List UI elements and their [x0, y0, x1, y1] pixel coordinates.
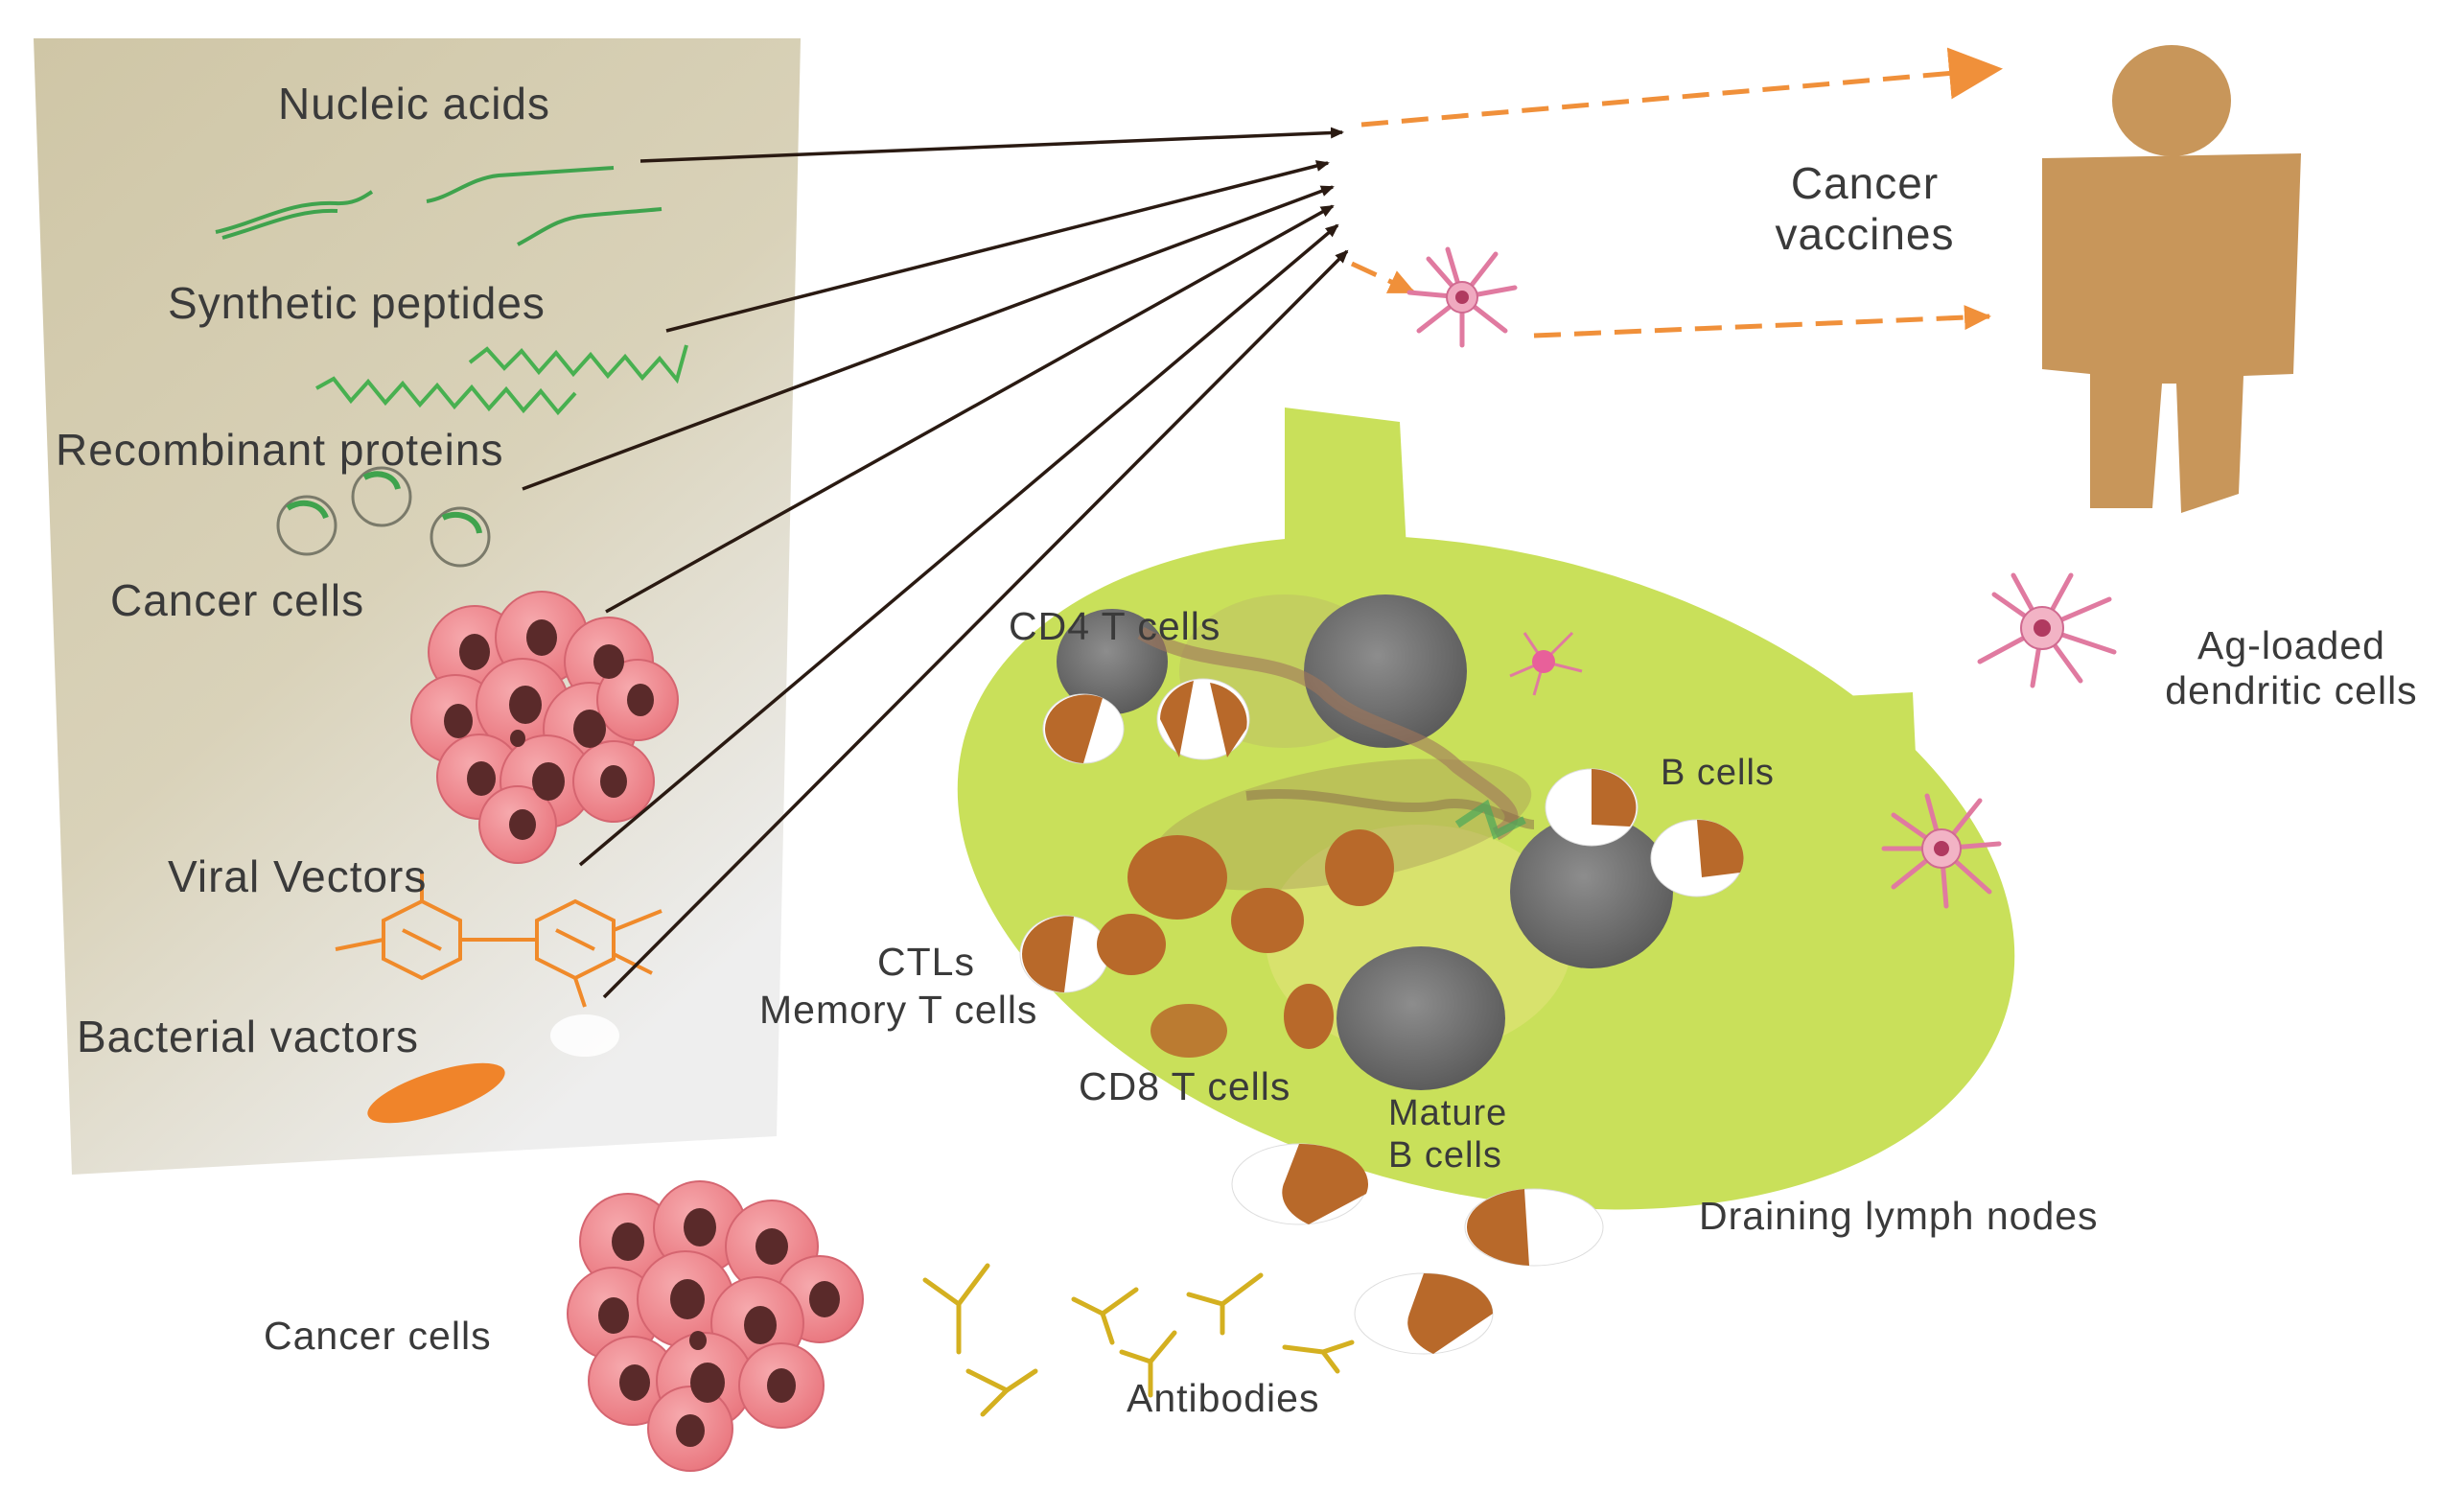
dendritic-cell-icon	[1406, 246, 1518, 348]
tumor-cluster-icon	[410, 591, 679, 864]
label-synthetic-peptides: Synthetic peptides	[168, 278, 546, 328]
lymphocyte-cells	[1019, 678, 1744, 1355]
label-antibodies: Antibodies	[1127, 1376, 1320, 1420]
t-cell	[1042, 693, 1125, 764]
label-b-cells: B cells	[1661, 753, 1775, 793]
antibody-icons	[922, 1263, 1355, 1417]
bacterial-vector-icon	[367, 1014, 619, 1124]
label-nucleic-acids: Nucleic acids	[278, 79, 550, 128]
label-ctls: CTLs	[877, 940, 975, 984]
label-mature-b-cells-line1: Mature	[1388, 1093, 1508, 1133]
tumor-cluster-bottom-icon	[567, 1180, 864, 1472]
label-cancer-vaccines: Cancer vaccines	[1745, 158, 1985, 260]
label-recombinant-proteins: Recombinant proteins	[56, 425, 504, 475]
mature-b-cell	[1464, 1188, 1604, 1267]
label-ag-loaded-dendritic-cells: Ag-loaded dendritic cells	[2133, 623, 2450, 713]
ag-loaded-dendritic-cell-icon	[1977, 572, 2117, 688]
b-cell	[1650, 819, 1744, 897]
ctl-cell	[1019, 915, 1109, 993]
mature-b-cell	[1354, 1272, 1494, 1355]
antigen-source-panel	[34, 38, 801, 1175]
antigen-arrows	[522, 127, 1349, 999]
label-draining-lymph-nodes: Draining lymph nodes	[1699, 1194, 2099, 1238]
label-mature-b-cells-line2: B cells	[1388, 1134, 1502, 1176]
nucleic-acid-strands-icon	[215, 166, 662, 246]
viral-vector-icon	[335, 873, 662, 1008]
recombinant-protein-icon	[276, 466, 491, 568]
label-ag-loaded-line2: dendritic cells	[2165, 668, 2418, 713]
label-cd4-t-cells: CD4 T cells	[1009, 604, 1221, 648]
label-bacterial-vectors: Bacterial vactors	[77, 1012, 420, 1061]
label-cancer-cells-bottom: Cancer cells	[264, 1314, 492, 1358]
label-cd8-t-cells: CD8 T cells	[1079, 1064, 1291, 1108]
ag-loaded-dendritic-cell-icon	[1881, 793, 2002, 909]
b-cell	[1545, 768, 1639, 847]
label-memory-t-cells: Memory T cells	[759, 988, 1038, 1032]
peptide-zigzag-icon	[315, 344, 688, 416]
label-cancer-cells-source: Cancer cells	[110, 575, 365, 625]
label-viral-vectors: Viral Vectors	[168, 851, 428, 901]
label-mature-b-cells: Mature B cells	[1388, 1093, 1507, 1176]
lymph-node-icon	[957, 408, 2015, 1210]
mature-b-cell	[1231, 1143, 1369, 1225]
t-cell	[1156, 678, 1250, 760]
label-ag-loaded-line1: Ag-loaded	[2197, 623, 2385, 667]
person-icon	[2042, 45, 2301, 513]
vaccine-arrows	[1350, 47, 2003, 338]
label-cancer-vaccines-line1: Cancer	[1790, 158, 1940, 208]
label-cancer-vaccines-line2: vaccines	[1775, 208, 1955, 259]
